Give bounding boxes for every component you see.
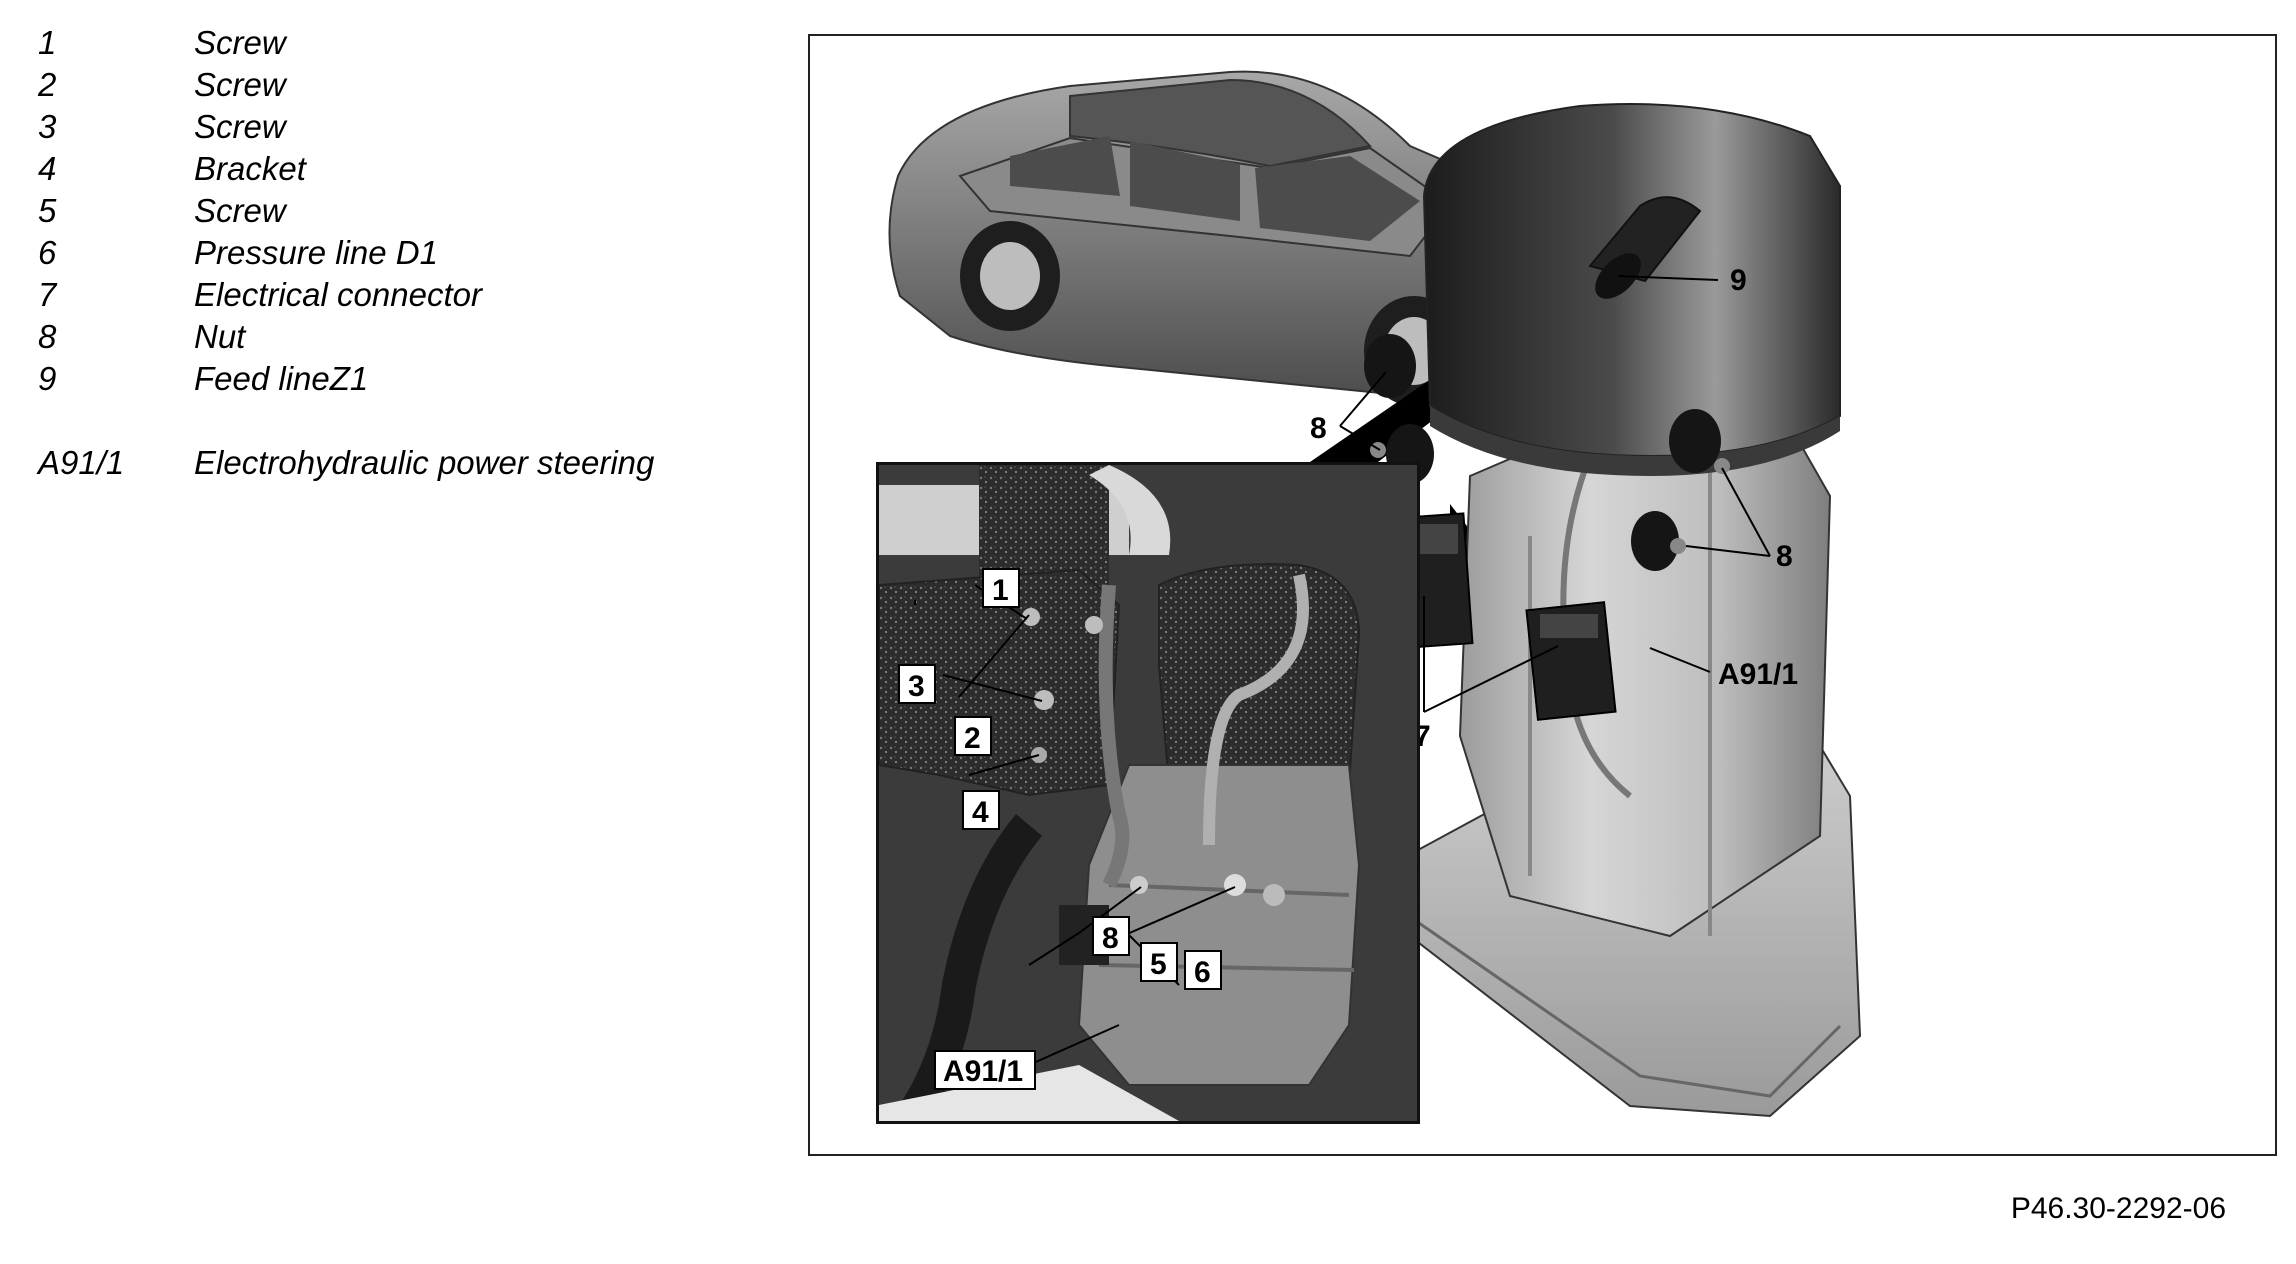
legend-label: Screw (194, 108, 286, 145)
callout-8-left: 8 (1310, 412, 1327, 445)
callout-a91-main: A91/1 (1718, 658, 1798, 691)
legend-label: Nut (194, 318, 246, 355)
legend-number: 7 (38, 276, 57, 313)
legend-item: 4 Bracket (38, 148, 654, 190)
legend-item: 3 Screw (38, 106, 654, 148)
callout-8-inset: 8 (1102, 922, 1119, 955)
inset-callouts: 1 2 3 4 8 5 6 A91/1 (898, 568, 1236, 1090)
callout-5: 5 (1150, 948, 1167, 981)
legend-item: 6 Pressure line D1 (38, 232, 654, 274)
callout-3: 3 (908, 670, 925, 703)
legend-label: Electrical connector (194, 276, 482, 313)
callout-6: 6 (1194, 956, 1211, 989)
legend-number: 6 (38, 234, 57, 271)
legend-item: 5 Screw (38, 190, 654, 232)
legend-number: 3 (38, 108, 57, 145)
legend-number: 8 (38, 318, 57, 355)
figure-artwork: 9 8 8 7 A91/1 (888, 70, 1862, 1118)
legend-item: 7 Electrical connector (38, 274, 654, 316)
legend-label: Bracket (194, 150, 306, 187)
leader-lines-main (1339, 275, 1771, 713)
legend-number: 2 (38, 66, 57, 103)
legend-number: 1 (38, 24, 57, 61)
legend-item: 8 Nut (38, 316, 654, 358)
legend-item: 2 Screw (38, 64, 654, 106)
inset-artwork (879, 465, 1417, 1121)
callout-9: 9 (1730, 264, 1747, 297)
callout-4: 4 (972, 796, 989, 829)
figure-id: P46.30-2292-06 (2010, 1192, 2226, 1225)
legend-number: A91/1 (38, 444, 125, 481)
figure-frame: 9 8 8 7 A91/1 (808, 34, 2277, 1156)
legend-label: Screw (194, 24, 286, 61)
legend-label: Pressure line D1 (194, 234, 438, 271)
legend-label: Screw (194, 192, 286, 229)
legend-number: 9 (38, 360, 57, 397)
callout-1: 1 (992, 574, 1009, 607)
legend-label: Screw (194, 66, 286, 103)
legend-number: 5 (38, 192, 57, 229)
legend-item: 1 Screw (38, 22, 654, 64)
legend-label: Feed lineZ1 (194, 360, 369, 397)
legend-number: 4 (38, 150, 57, 187)
legend-item-a91: A91/1 Electrohydraulic power steering (38, 442, 654, 484)
inset-photo: 1 2 3 4 8 5 6 A91/1 (876, 462, 1420, 1124)
legend-label: Electrohydraulic power steering (194, 444, 655, 481)
power-steering-unit (1364, 103, 1862, 1118)
legend-item: 9 Feed lineZ1 (38, 358, 654, 400)
callout-a91-inset: A91/1 (943, 1055, 1023, 1088)
callout-8-right: 8 (1776, 540, 1793, 573)
callout-2: 2 (964, 722, 981, 755)
